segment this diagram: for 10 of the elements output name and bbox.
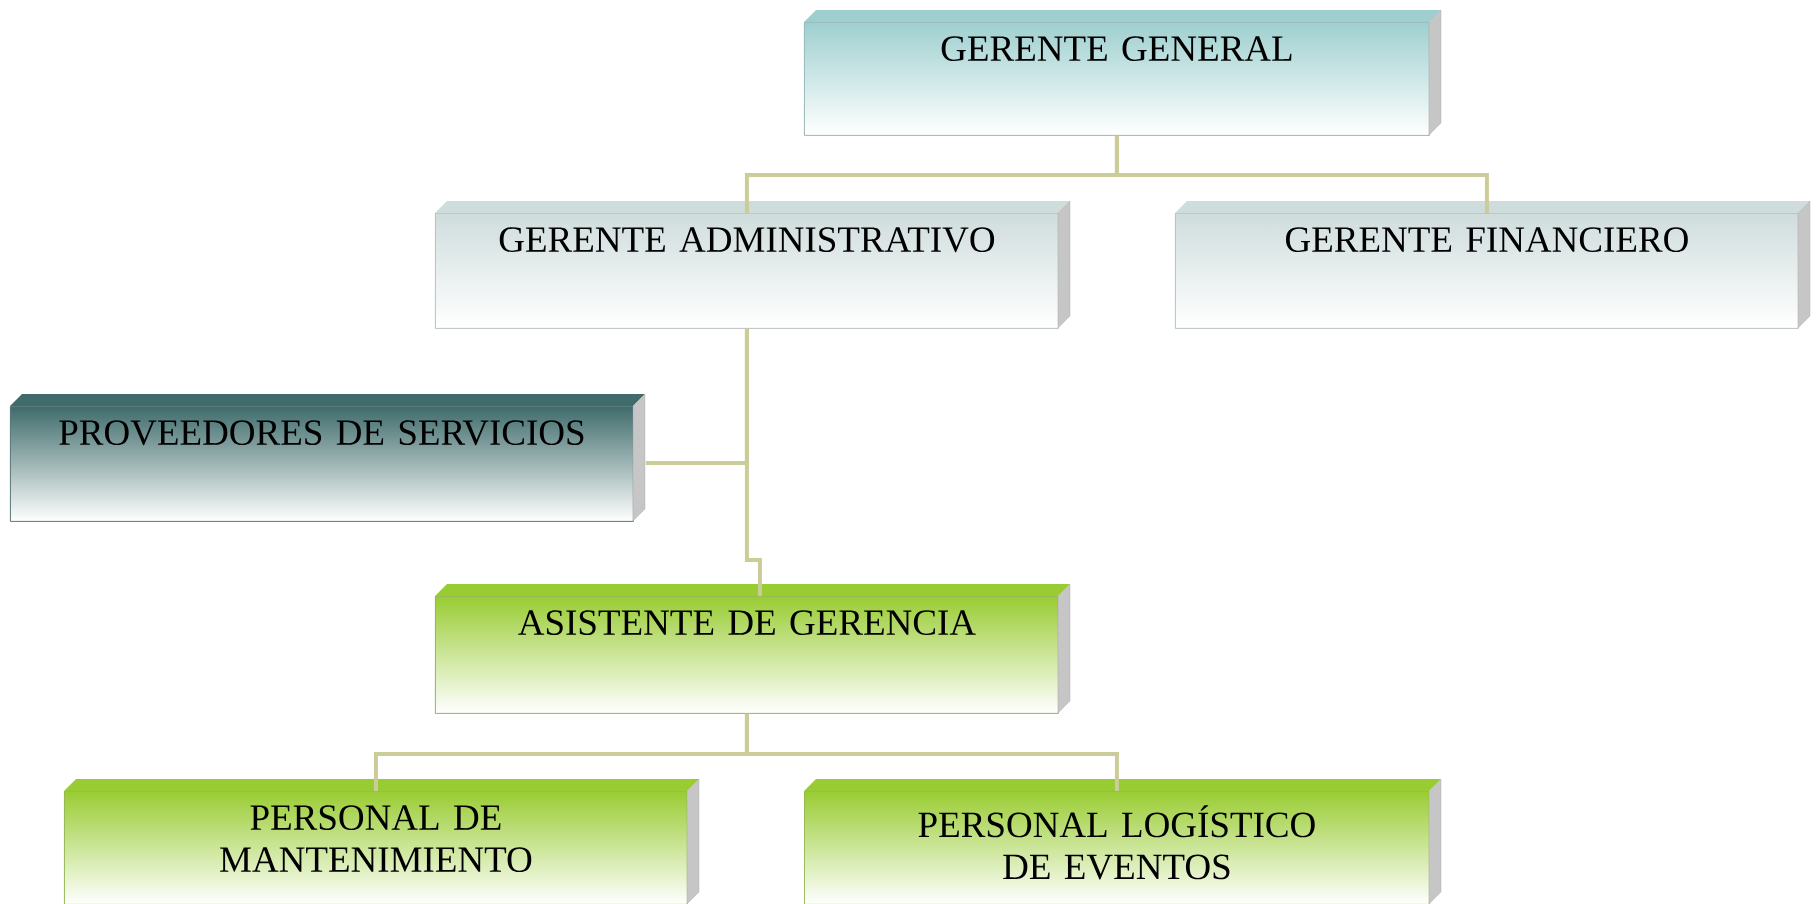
- org-box: GERENTE ADMINISTRATIVO: [435, 200, 1071, 329]
- org-box: PROVEEDORES DE SERVICIOS: [10, 393, 646, 522]
- org-box: PERSONAL DE MANTENIMIENTO: [64, 778, 700, 904]
- org-box: ASISTENTE DE GERENCIA: [435, 583, 1071, 714]
- connector-line: [744, 328, 762, 596]
- org-box: PERSONAL LOGÍSTICO DE EVENTOS: [804, 778, 1442, 904]
- org-box: GERENTE GENERAL: [804, 9, 1442, 136]
- connector-line: [744, 713, 1119, 791]
- org-box: GERENTE FINANCIERO: [1175, 200, 1811, 329]
- connector-line: [1114, 135, 1489, 213]
